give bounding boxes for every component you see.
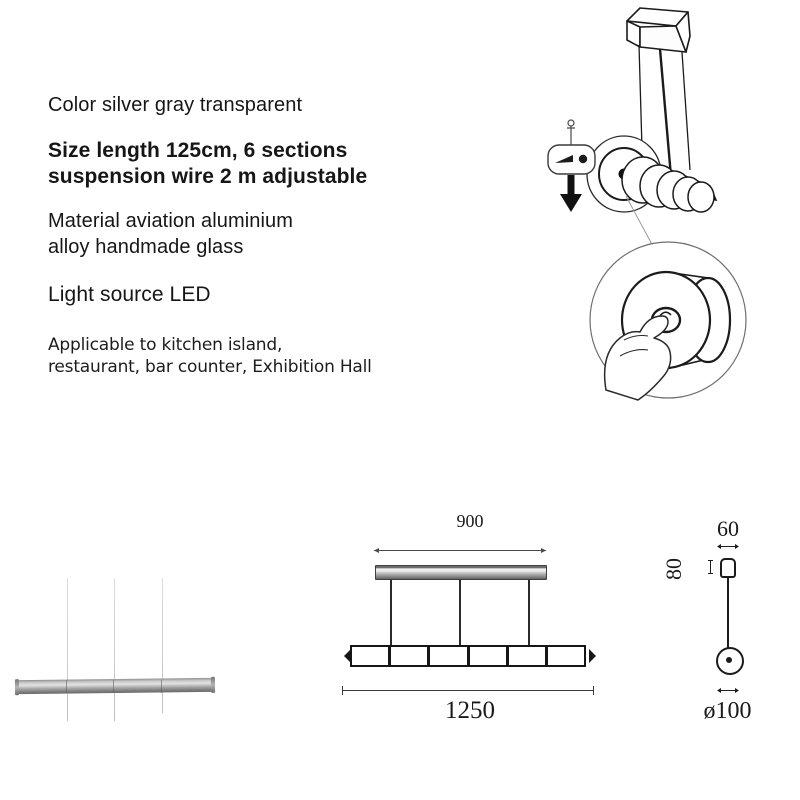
detail-leader-line [625,195,656,251]
photo-suspension-wire-1 [67,578,68,721]
elevation-glass-bar [350,645,586,667]
side-elevation-drawing: 60 80 ø100 [660,508,795,740]
spec-applicable-line-2: restaurant, bar counter, Exhibition Hall [48,357,372,377]
ceiling-canopy-shape [626,7,691,53]
dimension-label-900: 900 [456,511,484,531]
glass-section [548,647,584,665]
front-elevation-drawing: 900 1250 [340,505,600,730]
spec-color-line: Color silver gray transparent [48,94,303,116]
photo-suspension-wire-2 [114,578,115,721]
spec-size-line-2: suspension wire 2 m adjustable [48,165,368,188]
specification-text-block: Color silver gray transparent Size lengt… [48,92,468,378]
spec-material-block: Material aviation aluminium alloy handma… [48,208,468,260]
photo-light-bar [17,677,213,695]
glass-section [509,647,548,665]
photo-segment-joint-1 [66,680,67,693]
detail-magnifier-circle [589,241,747,401]
wire-gripper-tool-icon [547,119,596,212]
spec-material-line-2: alloy handmade glass [48,236,244,258]
spec-size-line-1: Size length 125cm, 6 sections [48,139,348,162]
spec-applicable-block: Applicable to kitchen island, restaurant… [48,334,468,378]
elevation-rod-3 [528,580,530,646]
glass-section [391,647,431,665]
glass-section [470,647,509,665]
spec-light-source-line: Light source LED [48,283,211,306]
dimension-arrow-60 [720,546,736,547]
spec-material-line-1: Material aviation aluminium [48,210,294,232]
installation-diagram [540,0,800,420]
dimension-label-1250: 1250 [445,697,495,724]
dimension-line-900 [374,550,546,551]
sideview-canopy [720,558,736,578]
glass-tube-perspective [586,135,718,213]
elevation-rod-2 [459,580,461,646]
dimension-line-1250 [342,686,594,695]
installation-illustration-svg [547,7,747,401]
photo-segment-joint-3 [161,680,162,693]
elevation-canopy [375,565,547,580]
dimension-label-60: 60 [717,516,739,541]
sideview-rod [727,577,729,653]
dimension-tick-80 [708,560,713,574]
elevation-rod-1 [390,580,392,646]
sideview-glass-disc [716,647,744,675]
photo-segment-joint-2 [113,680,114,693]
spec-size-block: Size length 125cm, 6 sections suspension… [48,138,468,190]
glass-section [352,647,392,665]
product-photo [0,548,242,721]
glass-section [430,647,470,665]
elevation-endcap-right [589,649,596,663]
elevation-endcap-left [344,649,351,663]
dimension-arrow-diameter [720,690,736,691]
spec-applicable-line-1: Applicable to kitchen island, [48,335,283,355]
dimension-label-80: 80 [661,558,686,580]
photo-suspension-wire-3 [162,578,163,713]
dimension-label-diameter: ø100 [703,698,752,724]
suspension-wire-3 [681,51,691,171]
suspension-wire-2 [658,48,673,178]
